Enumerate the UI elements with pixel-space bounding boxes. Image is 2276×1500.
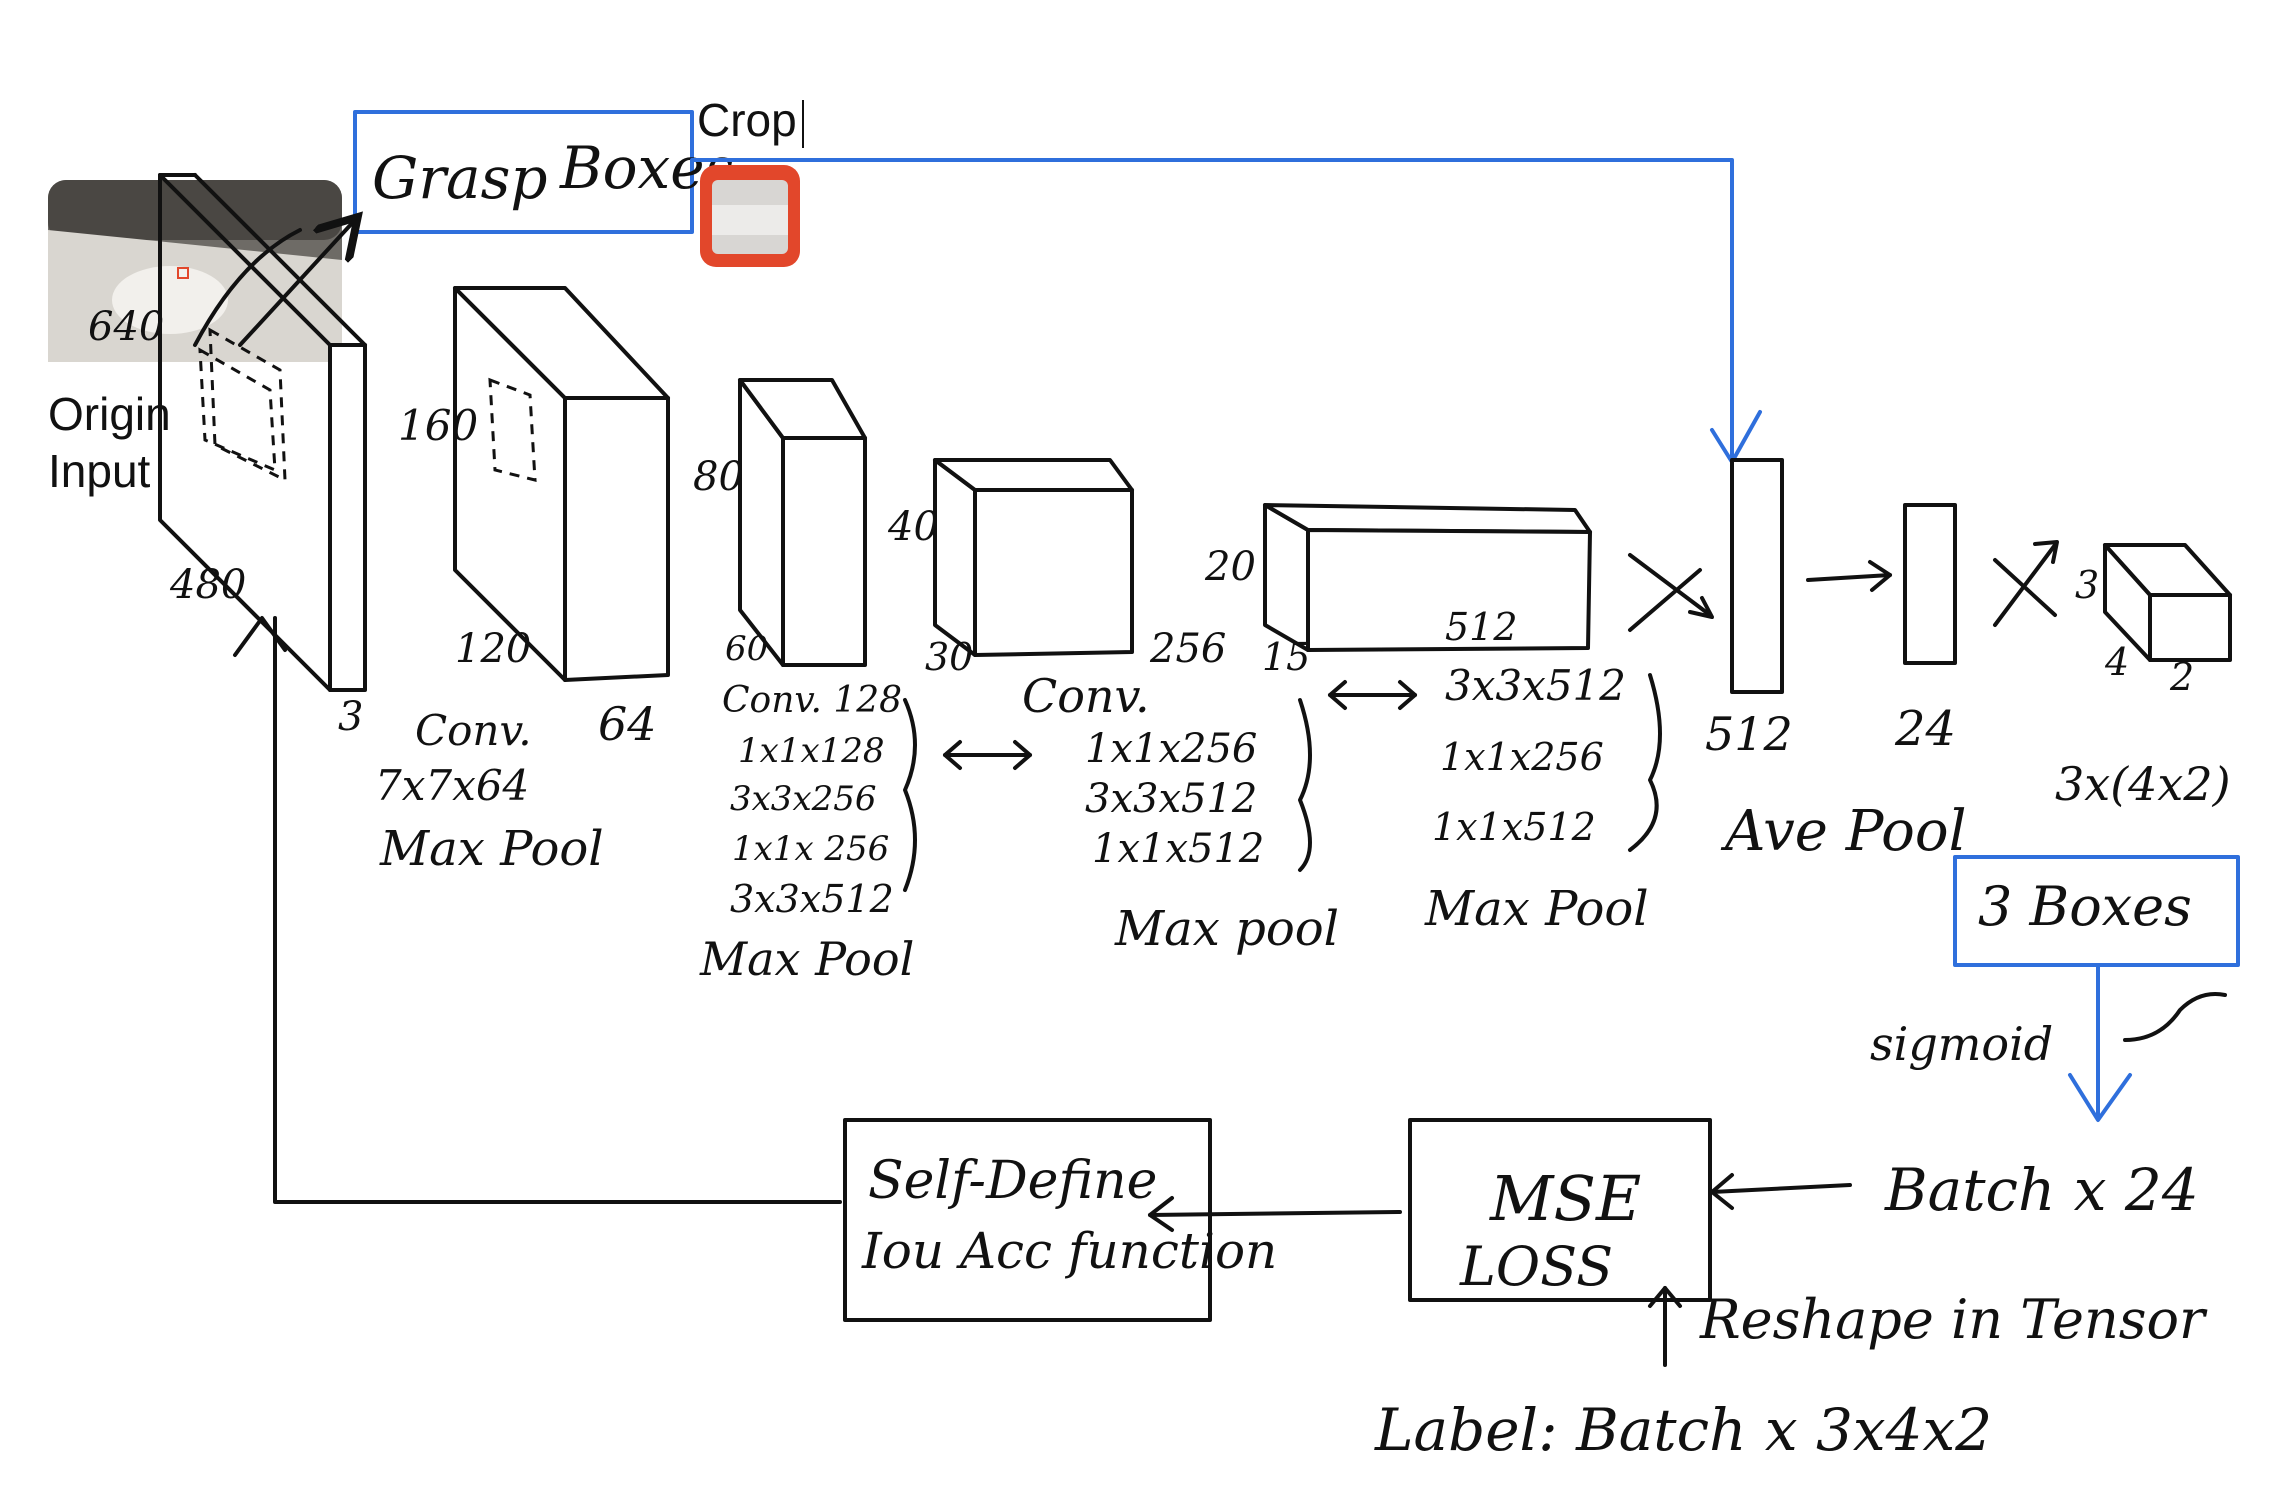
avepool-vector	[1730, 458, 1784, 694]
grasp-label-left: Grasp	[372, 144, 548, 212]
reshape-label: Reshape in Tensor	[1699, 1288, 2208, 1351]
bidirectional-arrow-icon	[943, 740, 1032, 770]
iou-line2: Iou Acc function	[861, 1222, 1277, 1280]
crop-to-avepool-line	[690, 158, 1734, 462]
layer2-op-3: 1x1x 256	[732, 829, 889, 869]
layer4-brace	[1628, 673, 1662, 852]
layer1-op-2: Max Pool	[379, 821, 604, 877]
layer4-height: 20	[1204, 544, 1256, 590]
crop-label: Crop	[697, 94, 797, 146]
out-dim-b: 4	[2104, 640, 2129, 684]
origin-input-photo	[48, 180, 342, 362]
layer2-op-5: Max Pool	[699, 932, 914, 986]
cross-arrow-icon	[1628, 553, 1714, 632]
layer4-op-0: 3x3x512	[1445, 661, 1626, 710]
avepool-size: 512	[1705, 707, 1793, 761]
sigmoid-curve	[2123, 992, 2227, 1042]
crop-thumbnail	[700, 165, 800, 267]
input-slab	[158, 173, 367, 692]
mse-line2: LOSS	[1459, 1235, 1613, 1298]
layer1-op-1: 7x7x64	[375, 761, 529, 810]
layer1-height: 160	[398, 401, 478, 450]
layer3-brace	[1298, 698, 1312, 872]
layer3-op-1: 1x1x256	[1085, 726, 1257, 772]
reshape-arrowhead	[1648, 1286, 1682, 1308]
input-to-grasp-arrow	[238, 220, 355, 347]
layer2-height: 80	[693, 454, 744, 500]
layer3-block	[933, 458, 1134, 657]
boxes-arrowhead	[2068, 1073, 2132, 1122]
mse-line1: MSE	[1489, 1162, 1641, 1235]
out-dim-a: 3	[2075, 563, 2099, 607]
batch-label: Batch x 24	[1884, 1156, 2199, 1224]
layer3-op-2: 3x3x512	[1085, 776, 1257, 822]
layer1-width: 120	[455, 626, 531, 672]
input-channels-label: 3	[338, 694, 363, 740]
mse-to-iou-arrow	[1148, 1210, 1402, 1217]
input-width-label: 640	[88, 304, 164, 350]
mse-loss-box	[1408, 1118, 1712, 1302]
layer3-height: 40	[887, 504, 939, 550]
cross-arrow-icon	[1993, 540, 2059, 627]
three-boxes-label: 3 Boxes	[1978, 875, 2192, 938]
batch-arrowhead	[1710, 1173, 1734, 1210]
layer2-block	[738, 378, 867, 667]
layer3-width: 30	[925, 635, 973, 679]
fc-size: 24	[1894, 701, 1956, 757]
layer4-op-1: 1x1x256	[1440, 735, 1604, 779]
iou-line1: Self-Define	[868, 1151, 1157, 1211]
layer3-op-3: 1x1x512	[1092, 826, 1264, 872]
sigmoid-label: sigmoid	[1870, 1017, 2053, 1071]
layer1-block	[453, 286, 670, 682]
batch-to-mse-arrow	[1710, 1183, 1852, 1194]
layer2-op-0: Conv. 128	[722, 680, 902, 721]
arrow-icon	[1806, 560, 1892, 592]
origin-caption-line1: Origin	[48, 388, 171, 440]
out-shape-label: 3x(4x2)	[2055, 757, 2231, 811]
layer2-op-1: 1x1x128	[738, 731, 885, 771]
crop-arrowhead	[1710, 410, 1762, 464]
output-cube	[2103, 543, 2232, 662]
grasp-cross-line	[193, 228, 302, 347]
layer4-op-3: Max Pool	[1424, 881, 1649, 937]
layer4-width: 15	[1262, 635, 1310, 679]
input-height-label: 480	[169, 562, 246, 608]
bidirectional-arrow-icon	[1328, 680, 1417, 710]
iou-arrowhead	[1148, 1196, 1174, 1232]
layer2-width: 60	[725, 629, 768, 669]
feedback-path	[273, 616, 842, 1204]
feedback-arrowhead	[233, 616, 287, 657]
layer3-op-4: Max pool	[1114, 901, 1339, 957]
layer1-op-0: Conv.	[415, 706, 532, 755]
layer3-channels: 256	[1149, 626, 1226, 672]
layer2-op-4: 3x3x512	[730, 877, 894, 921]
layer4-channels: 512	[1445, 605, 1518, 649]
layer4-block	[1263, 503, 1592, 652]
grasp-boxes-box	[353, 110, 694, 234]
label-text: Label: Batch x 3x4x2	[1374, 1396, 1992, 1464]
out-dim-c: 2	[2169, 655, 2194, 699]
layer1-channels: 64	[598, 697, 657, 751]
layer2-brace	[903, 698, 917, 892]
layer3-op-0: Conv.	[1022, 669, 1150, 723]
layer2-op-2: 3x3x256	[730, 779, 877, 819]
iou-function-box	[843, 1118, 1212, 1322]
origin-caption-line2: Input	[48, 445, 151, 497]
avepool-label: Ave Pool	[1720, 799, 1967, 864]
fc-vector	[1903, 503, 1957, 665]
layer4-op-2: 1x1x512	[1432, 805, 1596, 849]
